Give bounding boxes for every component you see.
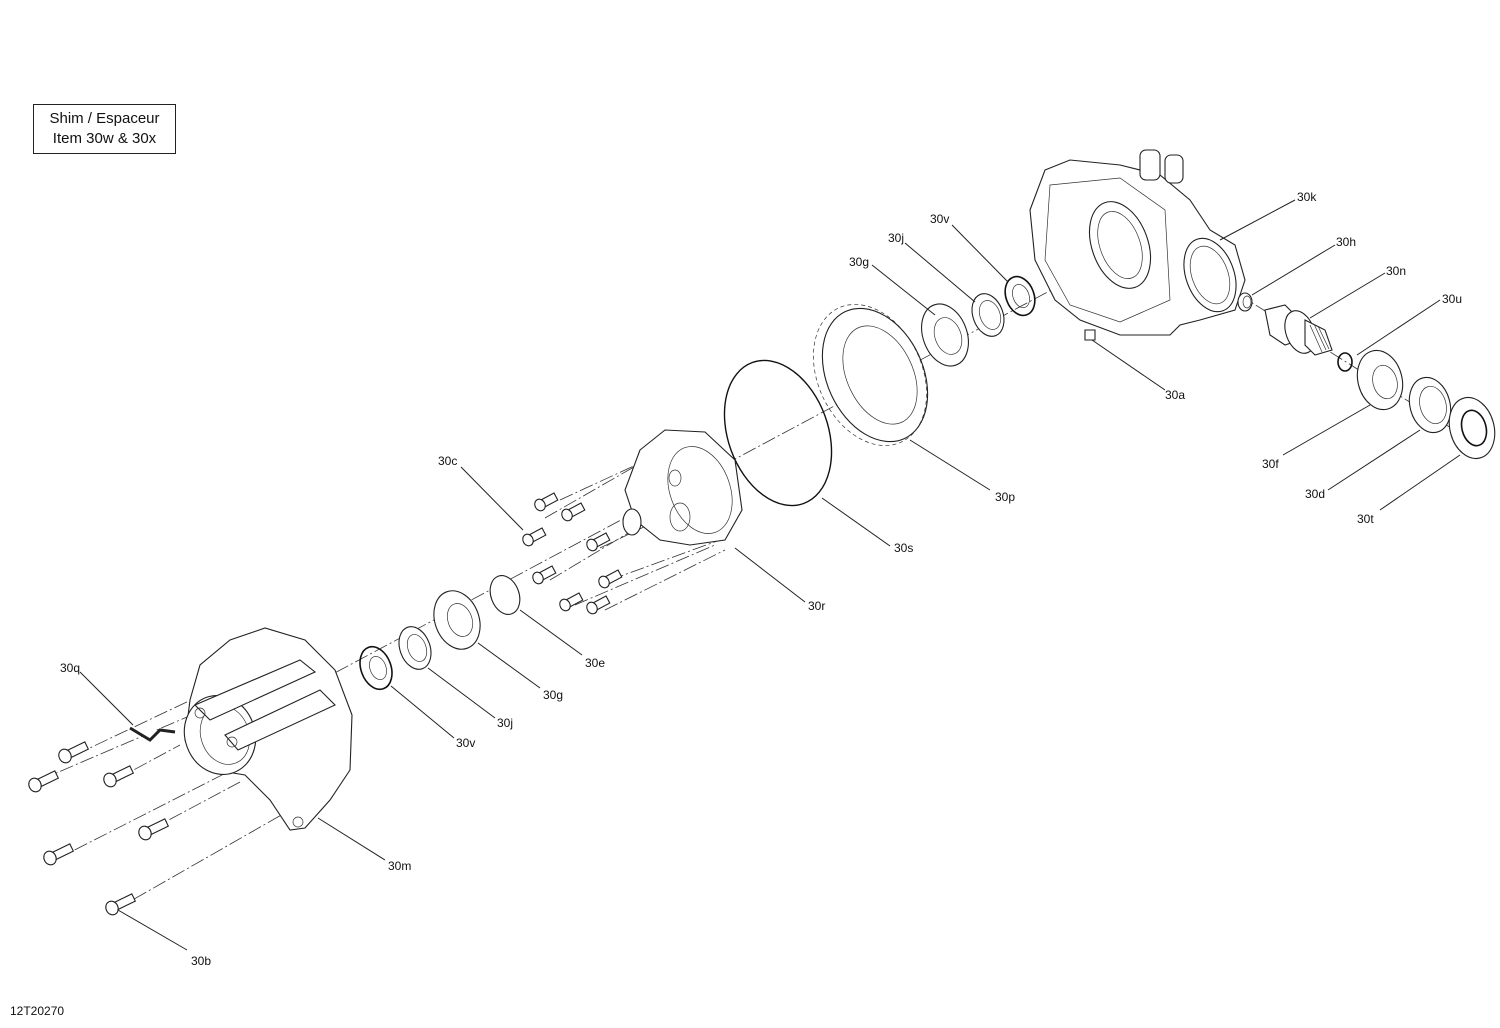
callout-30p: 30p bbox=[995, 490, 1015, 504]
ring-gear-30p bbox=[813, 304, 929, 446]
callout-30e: 30e bbox=[585, 656, 605, 670]
cover-screws-30b bbox=[28, 741, 170, 916]
callout-labels: 30k 30h 30n 30u 30f 30d 30t 30a 30v 30j … bbox=[60, 190, 1462, 968]
circlip-30u bbox=[1337, 352, 1353, 372]
callout-30h: 30h bbox=[1336, 235, 1356, 249]
oil-seal-30j-right bbox=[971, 293, 1005, 337]
callout-30j-left: 30j bbox=[497, 716, 513, 730]
pinion-seal-30s bbox=[1448, 396, 1496, 460]
figure-reference-code: 12T20270 bbox=[10, 1004, 65, 1018]
shim-note-line2: Item 30w & 30x bbox=[52, 130, 157, 147]
shim-ring-30e bbox=[489, 575, 521, 615]
assembly-axis-lines bbox=[39, 269, 1471, 911]
callout-30s: 30t bbox=[1357, 512, 1374, 526]
differential-housing-30k bbox=[1029, 149, 1246, 341]
callout-30b: 30b bbox=[191, 954, 211, 968]
callout-30n: 30n bbox=[1386, 264, 1406, 278]
vent-tube-30q bbox=[129, 726, 176, 742]
callout-30r: 30r bbox=[808, 599, 825, 613]
callout-30f: 30f bbox=[1262, 457, 1279, 471]
callout-30j-right: 30j bbox=[888, 231, 904, 245]
shim-note-box: Shim / Espaceur Item 30w & 30x bbox=[33, 104, 176, 154]
ball-bearing-30g-left bbox=[433, 590, 481, 650]
housing-cover-30m bbox=[183, 627, 353, 831]
differential-screws-30c bbox=[522, 492, 623, 615]
leader-lines bbox=[79, 199, 1461, 951]
callout-30v-right: 30v bbox=[930, 212, 949, 226]
lock-nut-30d bbox=[1408, 376, 1452, 434]
callout-30m: 30m bbox=[388, 859, 411, 873]
pinion-shaft-30n bbox=[1264, 304, 1333, 356]
differential-case-30r bbox=[622, 429, 743, 546]
needle-bearing-30h bbox=[1237, 292, 1253, 312]
callout-30g-right: 30g bbox=[849, 255, 869, 269]
callout-30k: 30k bbox=[1297, 190, 1317, 204]
callout-30a: 30a bbox=[1165, 388, 1185, 402]
pinion-bearing-30f bbox=[1356, 349, 1404, 411]
oil-seal-30j-left bbox=[398, 626, 432, 670]
callout-30u: 30u bbox=[1442, 292, 1462, 306]
callout-30q: 30q bbox=[60, 661, 80, 675]
callout-30t: 30s bbox=[894, 541, 913, 555]
callout-30g-left: 30g bbox=[543, 688, 563, 702]
callout-30c: 30c bbox=[438, 454, 457, 468]
o-ring-30t bbox=[723, 359, 833, 507]
callout-30d: 30d bbox=[1305, 487, 1325, 501]
seal-30v-right bbox=[1004, 275, 1036, 317]
seal-30v-left bbox=[359, 645, 393, 691]
ball-bearing-30g-right bbox=[921, 303, 969, 367]
callout-30v-left: 30v bbox=[456, 736, 475, 750]
shim-note-line1: Shim / Espaceur bbox=[49, 110, 160, 127]
